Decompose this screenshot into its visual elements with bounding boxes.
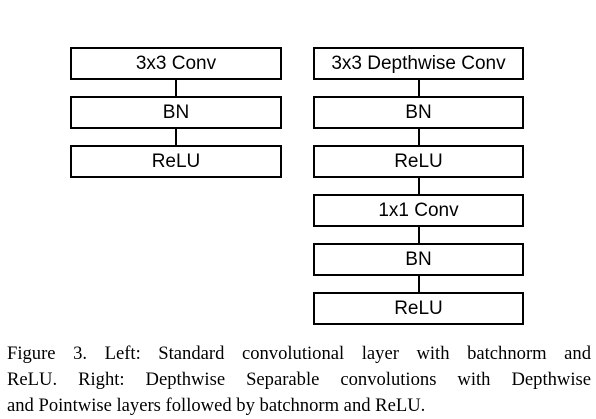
left-relu-box: ReLU [70,145,282,178]
right-1x1-conv-box: 1x1 Conv [313,194,524,227]
right-relu-box-1: ReLU [313,145,524,178]
caption-line-2: ReLU. Right: Depthwise Separable convolu… [7,369,591,390]
right-bn-box-2: BN [313,243,524,276]
right-connector-3 [417,178,420,194]
right-connector-1 [417,80,420,96]
right-bn-box-1: BN [313,96,524,129]
right-connector-2 [417,129,420,145]
caption-line-3: and Pointwise layers followed by batchno… [7,395,426,416]
left-connector-1 [175,80,177,96]
left-3x3-conv-box: 3x3 Conv [70,47,282,80]
caption-line-1: Figure 3. Left: Standard convolutional l… [7,343,591,364]
depthwise-separable-stack: 3x3 Depthwise Conv BN ReLU 1x1 Conv BN R… [313,47,524,325]
right-connector-5 [417,276,420,292]
left-bn-box: BN [70,96,282,129]
right-relu-box-2: ReLU [313,292,524,325]
right-connector-4 [417,227,420,243]
standard-conv-stack: 3x3 Conv BN ReLU [70,47,282,178]
right-3x3-depthwise-conv-box: 3x3 Depthwise Conv [313,47,524,80]
left-connector-2 [175,129,177,145]
figure-caption: Figure 3. Left: Standard convolutional l… [7,341,591,419]
